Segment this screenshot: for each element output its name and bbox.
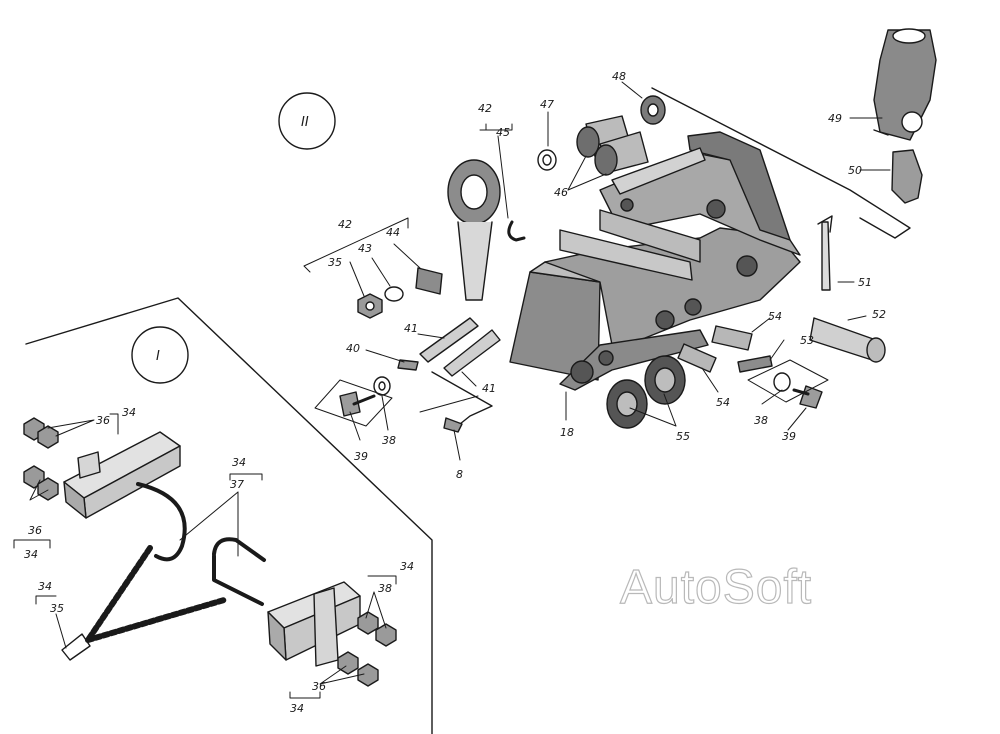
callout-38-bar: 38 [378, 582, 392, 595]
bolt-part-39-right [792, 385, 823, 409]
reference-line [651, 87, 911, 239]
callout-46: 46 [554, 186, 568, 199]
view-circle-II: II [278, 92, 336, 150]
watermark: AutoSoft [619, 560, 813, 614]
plate-part-53 [737, 355, 773, 373]
callout-47: 47 [540, 98, 554, 111]
callout-39-left: 39 [354, 450, 368, 463]
washer-part-38-right [773, 372, 791, 392]
washer-part-47 [537, 149, 557, 171]
view-circle-I: I [131, 326, 189, 384]
wire-part-8 [431, 371, 493, 433]
callout-34-bottom: 34 [290, 702, 304, 715]
nut-part-35-top [357, 293, 383, 319]
leader-lines [13, 81, 891, 699]
u-bolt-left [136, 482, 187, 562]
callout-34-lower-left: 34 [38, 580, 52, 593]
callout-35-chain: 35 [50, 602, 64, 615]
callout-51: 51 [858, 276, 872, 289]
callout-43: 43 [358, 242, 372, 255]
rollers-part-55 [606, 355, 686, 429]
callout-36-left: 36 [28, 524, 42, 537]
view-label-II: II [301, 115, 309, 130]
callout-38-right: 38 [754, 414, 768, 427]
callout-49: 49 [828, 112, 842, 125]
bar-right [267, 581, 361, 667]
bushings-46 [576, 115, 649, 176]
callout-34-left: 34 [24, 548, 38, 561]
callout-40: 40 [346, 342, 360, 355]
nuts-part-36 [23, 417, 397, 687]
wedge-part-50 [891, 149, 923, 204]
bolt-part-39-left [339, 391, 376, 417]
pin-part-52 [809, 317, 886, 363]
callout-41-top: 41 [404, 322, 418, 335]
sleeve-part-54b [677, 343, 717, 373]
sleeve-part-54a [711, 325, 753, 351]
callout-52: 52 [872, 308, 886, 321]
callout-18: 18 [560, 426, 574, 439]
view-label-I: I [156, 349, 160, 364]
callout-44: 44 [386, 226, 400, 239]
bracket-group-left [314, 379, 479, 427]
bar-left [63, 431, 181, 519]
pin-part-51 [817, 215, 833, 291]
callout-50: 50 [848, 164, 862, 177]
callout-42-left: 42 [338, 218, 352, 231]
callout-37: 37 [230, 478, 244, 491]
yoke-part-49 [873, 28, 937, 141]
callouts: 42 45 47 48 49 50 46 42 43 44 35 41 41 4… [24, 70, 886, 715]
callout-55: 55 [676, 430, 690, 443]
callout-39-right: 39 [782, 430, 796, 443]
strap-part-42 [447, 159, 501, 301]
washer-part-43 [384, 286, 404, 302]
callout-38-left: 38 [382, 434, 396, 447]
housing-assembly [509, 131, 801, 391]
callout-8: 8 [456, 468, 463, 481]
callout-53: 53 [800, 334, 814, 347]
u-bolt-right [212, 537, 266, 606]
callout-48: 48 [612, 70, 626, 83]
callout-54-right: 54 [768, 310, 782, 323]
plate-part-40 [397, 359, 419, 371]
bracket-group-right [747, 359, 829, 403]
callout-36-bottom: 36 [312, 680, 326, 693]
chain-part-35 [61, 545, 227, 661]
ring-part-48 [640, 95, 666, 125]
callout-41-bottom: 41 [482, 382, 496, 395]
callout-35-top: 35 [328, 256, 342, 269]
clip-part-45 [507, 220, 526, 242]
callout-42-top: 42 [478, 102, 492, 115]
callout-36-upper: 36 [96, 414, 110, 427]
section-I-boundary [25, 297, 433, 734]
callout-54-left: 54 [716, 396, 730, 409]
callout-45: 45 [496, 126, 510, 139]
pins-part-41 [419, 317, 501, 377]
plate-part-44 [415, 267, 443, 295]
callout-34-upper: 34 [122, 406, 136, 419]
callout-34-chain: 34 [232, 456, 246, 469]
callout-34-right: 34 [400, 560, 414, 573]
